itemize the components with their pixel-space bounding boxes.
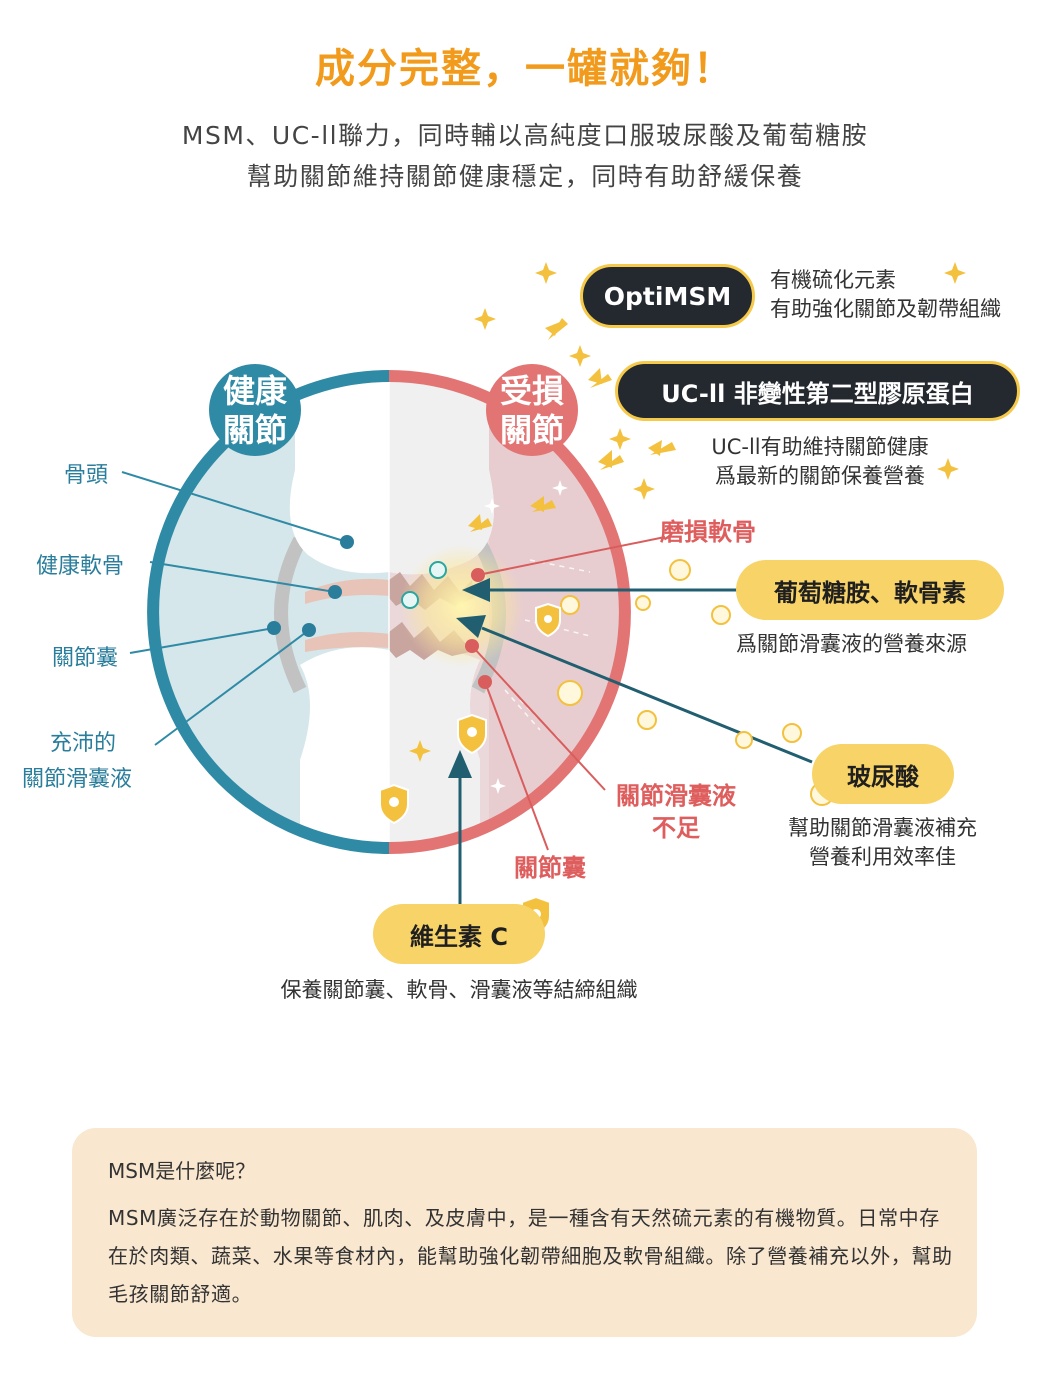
msm-info-box [72, 1128, 977, 1337]
msm-info-question: MSM是什麼呢？ [108, 1159, 256, 1183]
damaged-title-line-2: 關節 [499, 411, 564, 449]
healthy-cartilage-upper [305, 578, 389, 604]
right-pointer-dots [465, 568, 492, 689]
joint-cross-section [153, 376, 625, 848]
ingredient-arrows [458, 588, 813, 905]
left-pointer-dots [267, 535, 354, 637]
ucii-desc: UC-ll有助維持關節健康 爲最新的關節保養營養 [690, 433, 950, 491]
hyaluronic-desc-line-1: 幫助關節滑囊液補充 [788, 816, 977, 840]
subtitle-line-1: MSM、UC-ll聯力，同時輔以高純度口服玻尿酸及葡萄糖胺 [181, 121, 869, 150]
glucosamine-pill: 葡萄糖胺、軟骨素 [736, 560, 1004, 620]
sparkles [409, 262, 966, 762]
damaged-badge [486, 364, 578, 456]
optimsm-desc: 有機硫化元素 有助強化關節及韌帶組織 [770, 266, 1001, 324]
arrow-head-hyaluronic [456, 615, 486, 638]
vitamin-c-pill: 維生素 C [373, 904, 545, 964]
label-synovial-insufficient-line-1: 關節滑囊液 [616, 782, 736, 810]
label-healthy-cartilage: 健康軟骨 [36, 554, 125, 579]
subtitle-line-2: 幫助關節維持關節健康穩定，同時有助舒緩保養 [246, 162, 804, 191]
label-synovial-line-2: 關節滑囊液 [22, 767, 133, 792]
msm-info-body: MSM廣泛存在於動物關節、肌肉、及皮膚中，是一種含有天然硫元素的有機物質。日常中… [108, 1206, 953, 1306]
arrow-head-vitamin-c [448, 750, 472, 778]
healthy-joint-title: 健康 關節 [215, 372, 295, 450]
label-worn-cartilage: 磨損軟骨 [660, 518, 756, 546]
hyaluronic-pill: 玻尿酸 [812, 744, 954, 804]
ucii-desc-line-1: UC-ll有助維持關節健康 [711, 435, 929, 459]
hyaluronic-desc: 幫助關節滑囊液補充 營養利用效率佳 [770, 814, 995, 872]
healthy-title-line-2: 關節 [222, 411, 287, 449]
white-sparkles [484, 480, 568, 794]
teal-smiley-bubbles [401, 561, 447, 609]
label-synovial-insufficient-line-2: 不足 [652, 814, 700, 842]
label-synovial-insufficient: 關節滑囊液 不足 [600, 780, 752, 844]
healthy-cartilage-lower [305, 632, 389, 652]
label-joint-capsule-left: 關節囊 [52, 646, 119, 671]
joint-diagram [121, 262, 966, 937]
healthy-capsule-ring [274, 536, 307, 694]
label-synovial-line-1: 充沛的 [50, 731, 117, 756]
damaged-joint-title: 受損 關節 [492, 372, 572, 450]
label-joint-capsule-right: 關節囊 [514, 854, 586, 882]
damaged-title-line-1: 受損 [499, 372, 564, 410]
yellow-arrows [468, 318, 676, 532]
optimsm-desc-line-1: 有機硫化元素 [770, 268, 896, 292]
glucosamine-desc: 爲關節滑囊液的營養來源 [736, 632, 967, 656]
page-title: 成分完整，一罐就夠！ [315, 46, 735, 92]
vitamin-c-desc: 保養關節囊、軟骨、滑囊液等結締組織 [280, 978, 638, 1002]
right-pointer-lines [471, 536, 666, 851]
healthy-badge [209, 364, 301, 456]
nutrient-glow [400, 544, 524, 668]
optimsm-desc-line-2: 有助強化關節及韌帶組織 [770, 297, 1001, 321]
ucii-pill: UC-ll 非變性第二型膠原蛋白 [615, 361, 1020, 421]
hyaluronic-desc-line-2: 營養利用效率佳 [809, 845, 956, 869]
arrow-head-glucosamine [462, 578, 490, 602]
left-pointer-lines [121, 471, 348, 746]
optimsm-pill: OptiMSM [580, 264, 755, 328]
ucii-desc-line-2: 爲最新的關節保養營養 [715, 464, 925, 488]
healthy-title-line-1: 健康 [222, 372, 287, 410]
arrow-heads [448, 578, 490, 778]
label-bone-head: 骨頭 [64, 463, 109, 488]
